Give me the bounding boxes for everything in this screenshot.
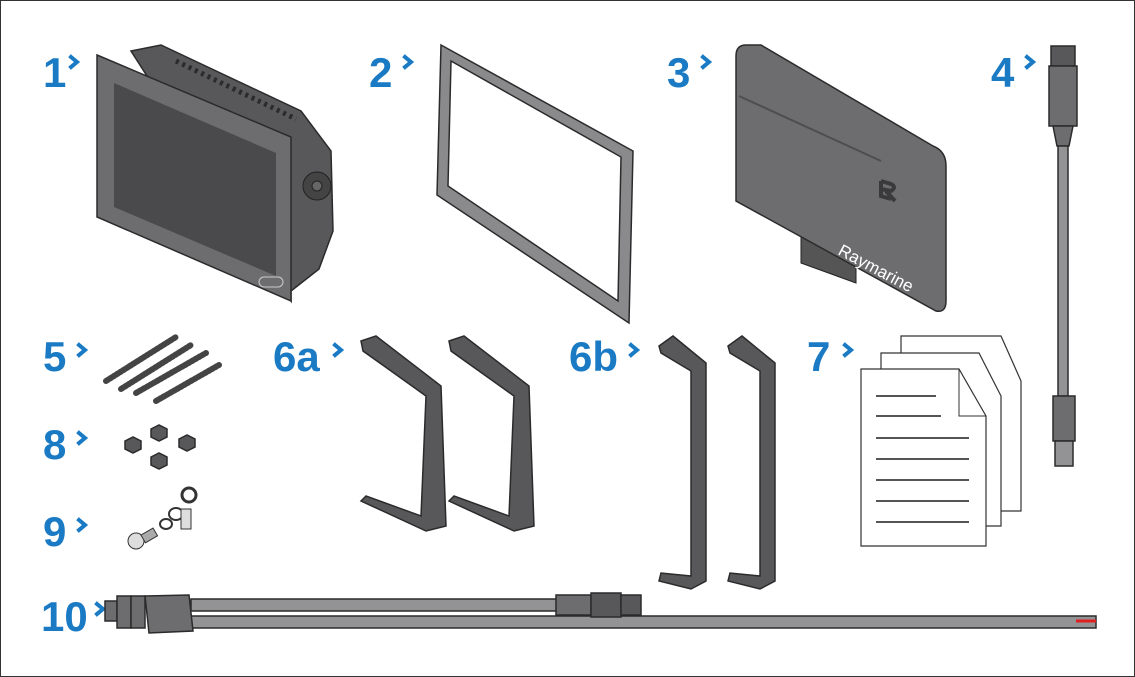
label-4: 4 [991, 49, 1037, 96]
sun-cover-illustration: Raymarine [735, 44, 947, 313]
power-data-cable-illustration [104, 592, 1097, 634]
svg-text:4: 4 [991, 49, 1015, 96]
label-5: 5 [43, 333, 89, 380]
thumb-nuts-illustration [124, 424, 196, 470]
brackets-a-illustration [359, 335, 535, 532]
svg-text:3: 3 [667, 49, 690, 96]
svg-text:6a: 6a [273, 333, 320, 380]
brackets-b-illustration [658, 335, 776, 590]
label-7: 7 [807, 333, 855, 380]
svg-text:8: 8 [43, 421, 66, 468]
ground-screw-kit-illustration [127, 486, 198, 550]
label-2: 2 [369, 49, 415, 96]
label-1: 1 [43, 49, 81, 96]
svg-text:1: 1 [43, 49, 66, 96]
svg-text:7: 7 [807, 333, 830, 380]
label-6a: 6a [273, 333, 345, 380]
label-10: 10 [41, 593, 107, 640]
gasket-illustration [436, 43, 634, 325]
svg-text:6b: 6b [569, 333, 618, 380]
svg-text:2: 2 [369, 49, 392, 96]
label-6b: 6b [569, 333, 641, 380]
threaded-studs-illustration [103, 334, 222, 404]
svg-text:9: 9 [43, 508, 66, 555]
label-3: 3 [667, 49, 713, 96]
svg-text:10: 10 [41, 593, 88, 640]
adapter-cable-illustration [1048, 45, 1078, 467]
label-9: 9 [43, 508, 89, 555]
label-8: 8 [43, 421, 89, 468]
svg-text:5: 5 [43, 333, 66, 380]
display-unit-illustration [96, 44, 334, 304]
documentation-illustration [860, 335, 1022, 547]
